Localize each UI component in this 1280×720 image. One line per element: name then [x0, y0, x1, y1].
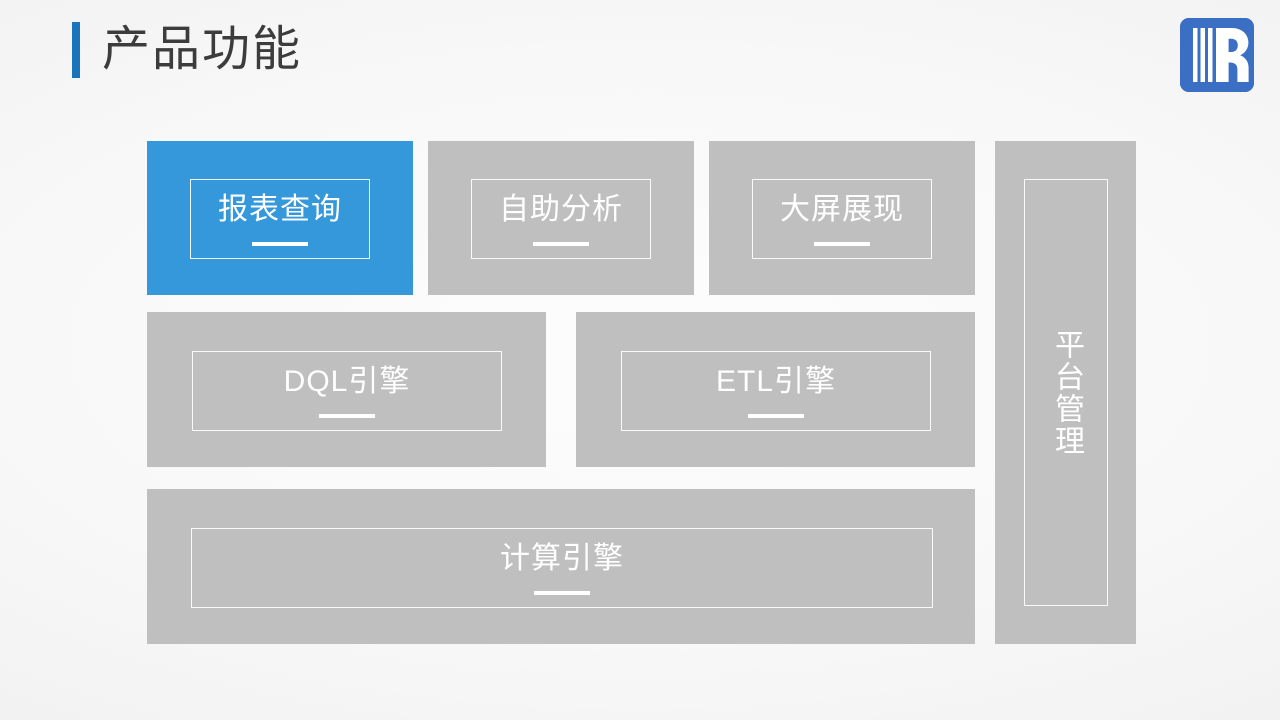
card-etl-engine-inner: ETL引擎	[621, 351, 931, 431]
card-large-screen-display-inner: 大屏展现	[752, 179, 932, 259]
card-self-service-analysis[interactable]: 自助分析	[428, 141, 694, 295]
card-label: 报表查询	[218, 193, 342, 226]
card-label: DQL引擎	[283, 365, 411, 398]
card-underline	[533, 242, 589, 246]
card-label-vertical: 平台管理	[1050, 328, 1083, 457]
card-underline	[534, 591, 590, 595]
card-platform-management[interactable]: 平台管理	[995, 141, 1136, 644]
card-self-service-analysis-inner: 自助分析	[471, 179, 651, 259]
page-title: 产品功能	[102, 23, 303, 76]
card-underline	[748, 414, 804, 418]
card-dql-engine[interactable]: DQL引擎	[147, 312, 546, 467]
page-title-group: 产品功能	[72, 22, 302, 78]
card-label: 计算引擎	[500, 542, 624, 575]
card-compute-engine[interactable]: 计算引擎	[147, 489, 975, 644]
card-platform-management-inner: 平台管理	[1024, 179, 1108, 606]
brand-logo-icon[interactable]	[1180, 18, 1254, 92]
card-large-screen-display[interactable]: 大屏展现	[709, 141, 975, 295]
card-underline	[319, 414, 375, 418]
card-compute-engine-inner: 计算引擎	[191, 528, 933, 608]
card-label: 自助分析	[499, 193, 623, 226]
card-underline	[814, 242, 870, 246]
card-underline	[252, 242, 308, 246]
card-label: 大屏展现	[780, 193, 904, 226]
title-accent-bar	[72, 22, 80, 78]
slide-header: 产品功能	[0, 0, 1280, 120]
card-dql-engine-inner: DQL引擎	[192, 351, 502, 431]
card-etl-engine[interactable]: ETL引擎	[576, 312, 975, 467]
card-report-query[interactable]: 报表查询	[147, 141, 413, 295]
card-report-query-inner: 报表查询	[190, 179, 370, 259]
card-label: ETL引擎	[715, 365, 837, 398]
